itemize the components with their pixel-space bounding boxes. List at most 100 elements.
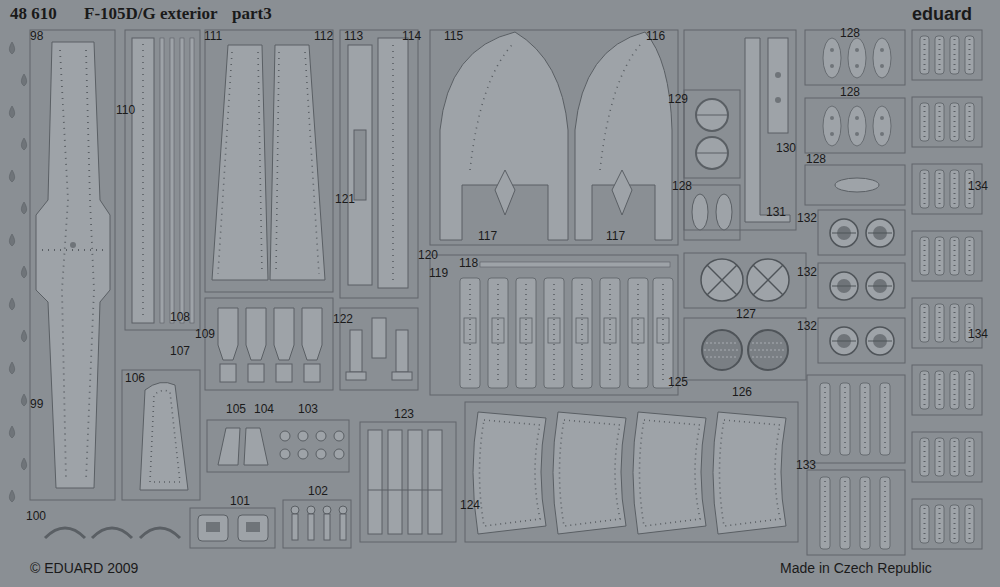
fret-part — [470, 45, 512, 170]
callout-number: 113 — [344, 30, 363, 42]
fret-part — [9, 298, 14, 310]
fret-part — [276, 364, 292, 382]
fret-part — [696, 115, 728, 116]
fret-part — [516, 278, 536, 388]
fret-part — [218, 52, 232, 274]
fret-part — [706, 357, 738, 358]
callout-number: 109 — [195, 328, 215, 340]
fret-part — [818, 263, 905, 308]
callout-number: 120 — [418, 249, 438, 261]
covers-115-116 — [430, 30, 678, 245]
fret-part — [244, 428, 268, 465]
callout-number: 110 — [116, 104, 135, 116]
fret-part — [21, 138, 26, 150]
strips-123 — [360, 422, 456, 542]
parts-109 — [205, 298, 333, 390]
callout-number: 111 — [204, 30, 222, 42]
fret-part — [206, 522, 220, 532]
fret-part — [807, 470, 905, 555]
fret-part — [818, 210, 905, 255]
fret-part — [880, 477, 890, 549]
fret-part — [473, 412, 546, 534]
brand-mark: eduard — [912, 5, 972, 23]
fret-part — [704, 343, 786, 357]
strip-110 — [125, 30, 200, 330]
fret-part — [190, 508, 275, 548]
fret-part — [9, 234, 14, 246]
fret-part — [274, 308, 294, 360]
fret-part — [170, 38, 174, 323]
fret-part — [840, 383, 850, 455]
fret-part — [246, 522, 260, 532]
callout-number: 117 — [478, 230, 497, 242]
fret-part — [392, 372, 412, 380]
fret-part — [575, 32, 672, 240]
fret-part — [270, 45, 325, 280]
callout-number: 107 — [170, 345, 190, 357]
fret-part — [440, 32, 568, 240]
fret-part — [692, 194, 708, 230]
fret-part — [354, 130, 366, 200]
fret-part — [753, 265, 783, 295]
callout-number: 130 — [776, 142, 796, 154]
fret-part — [21, 394, 26, 406]
fret-part — [340, 514, 346, 540]
fret-part — [45, 528, 180, 538]
fret-part — [308, 514, 314, 540]
fret-part — [368, 490, 442, 491]
fret-part — [125, 30, 200, 330]
callout-number: 123 — [394, 408, 414, 420]
wheels-126-127 — [684, 253, 806, 380]
fret-part — [696, 137, 728, 169]
fret-part — [220, 364, 236, 382]
fret-part — [488, 278, 508, 388]
fret-part — [912, 298, 982, 348]
fret-part — [346, 372, 366, 380]
fret-part — [388, 430, 402, 534]
fret-part — [752, 357, 784, 358]
fret-part — [298, 431, 308, 441]
fret-part — [684, 185, 740, 240]
callout-number: 134 — [968, 180, 988, 192]
sheet-part: part3 — [232, 5, 272, 22]
callout-number: 108 — [170, 311, 190, 323]
fret-part — [396, 330, 408, 372]
parts-103-105 — [207, 420, 349, 472]
fret-part — [713, 412, 786, 534]
fret-part — [633, 412, 706, 534]
fret-part — [190, 38, 194, 323]
fret-part — [600, 278, 620, 388]
fret-part — [465, 402, 798, 542]
fret-part — [142, 44, 144, 318]
copyright-note: © EDUARD 2009 — [30, 561, 138, 575]
callout-number: 131 — [766, 206, 786, 218]
fret-part — [368, 490, 442, 491]
fret-part — [752, 343, 784, 344]
callout-number: 122 — [333, 313, 353, 325]
fret-part — [9, 170, 14, 182]
fret-part — [701, 259, 743, 301]
fret-part — [350, 330, 362, 372]
fret-part — [880, 383, 890, 455]
fret-part — [392, 45, 394, 280]
fret-part — [21, 458, 26, 470]
callout-number: 128 — [806, 153, 826, 165]
fret-part — [258, 52, 262, 274]
callout-number: 129 — [668, 93, 688, 105]
fret-part — [750, 350, 786, 351]
fret-part — [378, 38, 408, 288]
fret-part — [572, 278, 592, 388]
fret-part — [246, 308, 266, 360]
fret-part — [291, 506, 347, 540]
fret-part — [807, 375, 905, 463]
callout-number: 119 — [429, 267, 448, 279]
callout-number: 103 — [298, 403, 318, 415]
fret-part — [323, 506, 331, 514]
fret-part — [122, 370, 200, 500]
fret-part — [207, 420, 349, 472]
fret-part — [430, 255, 678, 395]
fret-part — [600, 45, 640, 170]
callout-number: 132 — [797, 266, 817, 278]
fret-part — [360, 422, 456, 542]
fret-part — [218, 308, 238, 360]
